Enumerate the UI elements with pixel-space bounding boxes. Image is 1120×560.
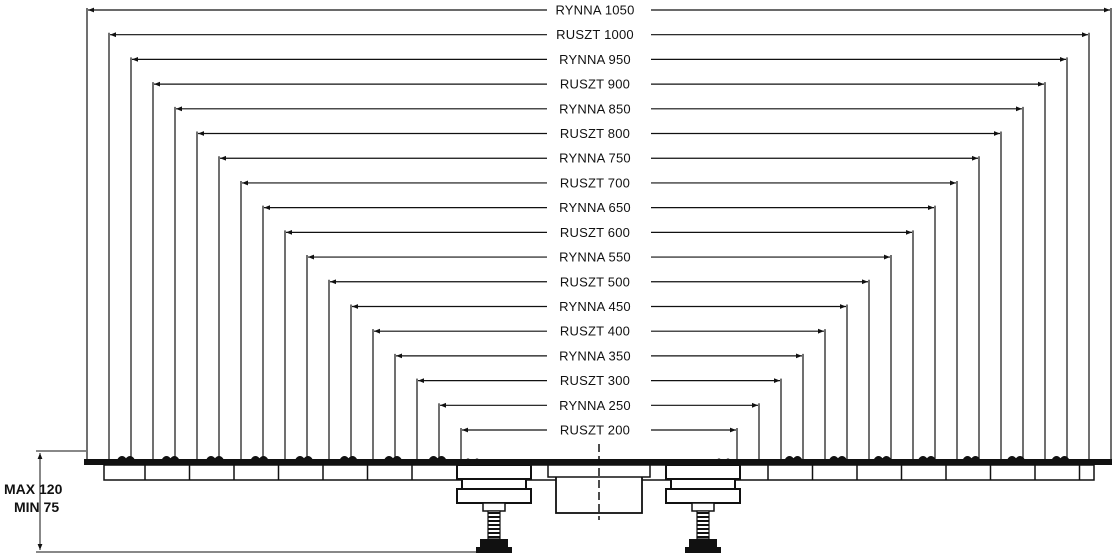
- grate-fixing-clip: [295, 456, 313, 460]
- grate-fixing-clip: [874, 456, 891, 460]
- grate-fixing-clip: [918, 456, 936, 460]
- height-min-label: MIN 75: [14, 499, 59, 515]
- dimension-label: RYNNA 750: [559, 151, 631, 166]
- dimension-label: RUSZT 400: [560, 324, 630, 339]
- grate-fixing-clip: [1052, 456, 1069, 460]
- drain-channel-section: [84, 444, 1112, 553]
- grate-fixing-clip: [340, 456, 357, 460]
- dimension-label: RUSZT 900: [560, 77, 630, 92]
- extension-lines: [86, 8, 1112, 460]
- grate-fixing-clip: [1007, 456, 1025, 460]
- dimension-label: RUSZT 500: [560, 274, 630, 289]
- right-adjustable-leg: [665, 458, 741, 553]
- grate-fixing-clip: [429, 456, 446, 460]
- dimension-label: RYNNA 950: [559, 52, 631, 67]
- grate-fixing-clip: [117, 456, 135, 460]
- grate-fixing-clip: [206, 456, 224, 460]
- dimension-label: RYNNA 650: [559, 200, 631, 215]
- grate-fixing-clip: [384, 456, 402, 460]
- dimension-label: RUSZT 1000: [556, 27, 634, 42]
- dimension-label: RUSZT 700: [560, 175, 630, 190]
- grate-fixing-clip: [162, 456, 179, 460]
- dimension-label: RYNNA 550: [559, 250, 631, 265]
- dimension-label: RYNNA 250: [559, 398, 631, 413]
- dimension-label: RUSZT 300: [560, 373, 630, 388]
- grate-fixing-clip: [785, 456, 802, 460]
- height-max-label: MAX 120: [4, 481, 63, 497]
- channel-segments: [117, 456, 1081, 480]
- grate-top-bar: [84, 459, 1112, 465]
- central-outlet: [547, 444, 651, 520]
- dimension-label: RYNNA 450: [559, 299, 631, 314]
- dimension-label: RUSZT 200: [560, 423, 630, 438]
- dimension-label: RYNNA 850: [559, 101, 631, 116]
- grate-fixing-clip: [251, 456, 268, 460]
- grate-fixing-clip: [963, 456, 980, 460]
- grate-fixing-clip: [829, 456, 847, 460]
- left-adjustable-leg: [456, 458, 532, 553]
- dimension-label: RUSZT 600: [560, 225, 630, 240]
- dimension-label: RYNNA 1050: [555, 3, 634, 18]
- height-dimension: MAX 120 MIN 75: [4, 450, 480, 553]
- dimension-label: RUSZT 800: [560, 126, 630, 141]
- dimension-label: RYNNA 350: [559, 348, 631, 363]
